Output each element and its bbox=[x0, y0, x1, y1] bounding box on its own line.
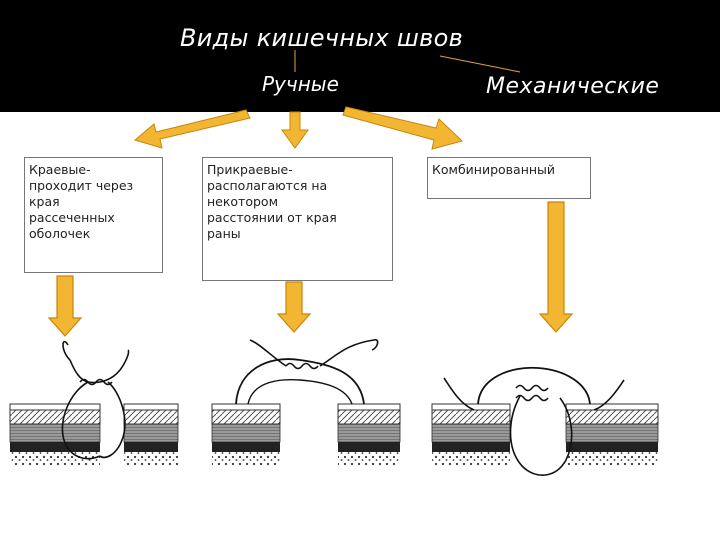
tissue-layer bbox=[565, 423, 659, 443]
down-arrow-combined bbox=[538, 201, 574, 333]
suture-thread bbox=[443, 377, 625, 476]
suture-knot bbox=[79, 378, 113, 386]
suture-knot bbox=[515, 394, 549, 402]
tissue-layer bbox=[212, 452, 280, 466]
diagram-title: Виды кишечных швов bbox=[180, 24, 464, 52]
suture-thread bbox=[61, 340, 130, 460]
box-line: края bbox=[29, 194, 60, 209]
tissue-layer bbox=[337, 409, 401, 425]
tissue-layer bbox=[123, 403, 179, 411]
down-arrow-marginal bbox=[47, 275, 83, 337]
tissue-layer bbox=[123, 409, 179, 425]
box-line: располагаются на bbox=[207, 178, 328, 193]
tissue-layer bbox=[338, 442, 400, 452]
tissue-layer bbox=[124, 442, 178, 452]
box-line: раны bbox=[207, 226, 241, 241]
branch-arrows bbox=[133, 106, 463, 150]
box-line: Комбинированный bbox=[432, 162, 556, 177]
tissue-layer bbox=[9, 409, 101, 425]
down-arrows bbox=[47, 201, 574, 337]
suture-knot bbox=[285, 362, 319, 370]
tissue-layer bbox=[431, 409, 511, 425]
box-line: проходит через bbox=[29, 178, 134, 193]
suture-illustration-paramarginal bbox=[211, 338, 401, 466]
branch-arrow-left bbox=[133, 109, 251, 149]
tissue-layer bbox=[9, 403, 101, 411]
tissue-fold bbox=[477, 366, 591, 405]
tissue-layer bbox=[10, 442, 100, 452]
tissue-layer bbox=[211, 423, 281, 443]
category-mechanical: Механические bbox=[486, 74, 660, 99]
down-arrow-paramarginal bbox=[276, 281, 312, 333]
tissue-layer bbox=[565, 403, 659, 411]
box-line: оболочек bbox=[29, 226, 91, 241]
category-manual: Ручные bbox=[262, 72, 339, 96]
header-band bbox=[0, 0, 720, 112]
tissue-layer bbox=[338, 452, 400, 466]
tissue-layer bbox=[565, 409, 659, 425]
suture-thread bbox=[249, 338, 379, 367]
tissue-layer bbox=[432, 442, 510, 452]
tissue-layer bbox=[123, 423, 179, 443]
tissue-fold bbox=[235, 358, 365, 405]
tissue-layer bbox=[337, 423, 401, 443]
tissue-layer bbox=[432, 452, 510, 466]
box-line: расстоянии от края bbox=[207, 210, 337, 225]
tissue-layer bbox=[337, 403, 401, 411]
box-line: рассеченных bbox=[29, 210, 115, 225]
branch-arrow-center bbox=[281, 111, 309, 149]
tissue-layer bbox=[211, 409, 281, 425]
box-line: Прикраевые- bbox=[207, 162, 293, 177]
suture-knot bbox=[515, 384, 549, 392]
suture-illustration-combined bbox=[431, 366, 659, 476]
connector-to-mechanical bbox=[439, 55, 521, 73]
suture-box-marginal: Краевые- проходит через края рассеченных… bbox=[24, 157, 163, 273]
tissue-layer bbox=[566, 452, 658, 466]
box-line: некотором bbox=[207, 194, 279, 209]
suture-box-paramarginal: Прикраевые- располагаются на некотором р… bbox=[202, 157, 393, 281]
suture-illustration-marginal bbox=[9, 340, 179, 466]
tissue-layer bbox=[211, 403, 281, 411]
tissue-layer bbox=[124, 452, 178, 466]
tissue-fold bbox=[247, 378, 353, 405]
suture-box-combined: Комбинированный bbox=[427, 157, 591, 199]
header-connectors bbox=[294, 50, 521, 73]
branch-arrow-right bbox=[342, 106, 463, 150]
tissue-layer bbox=[212, 442, 280, 452]
tissue-layer bbox=[431, 423, 511, 443]
tissue-layer bbox=[566, 442, 658, 452]
tissue-layer bbox=[9, 423, 101, 443]
box-line: Краевые- bbox=[29, 162, 91, 177]
